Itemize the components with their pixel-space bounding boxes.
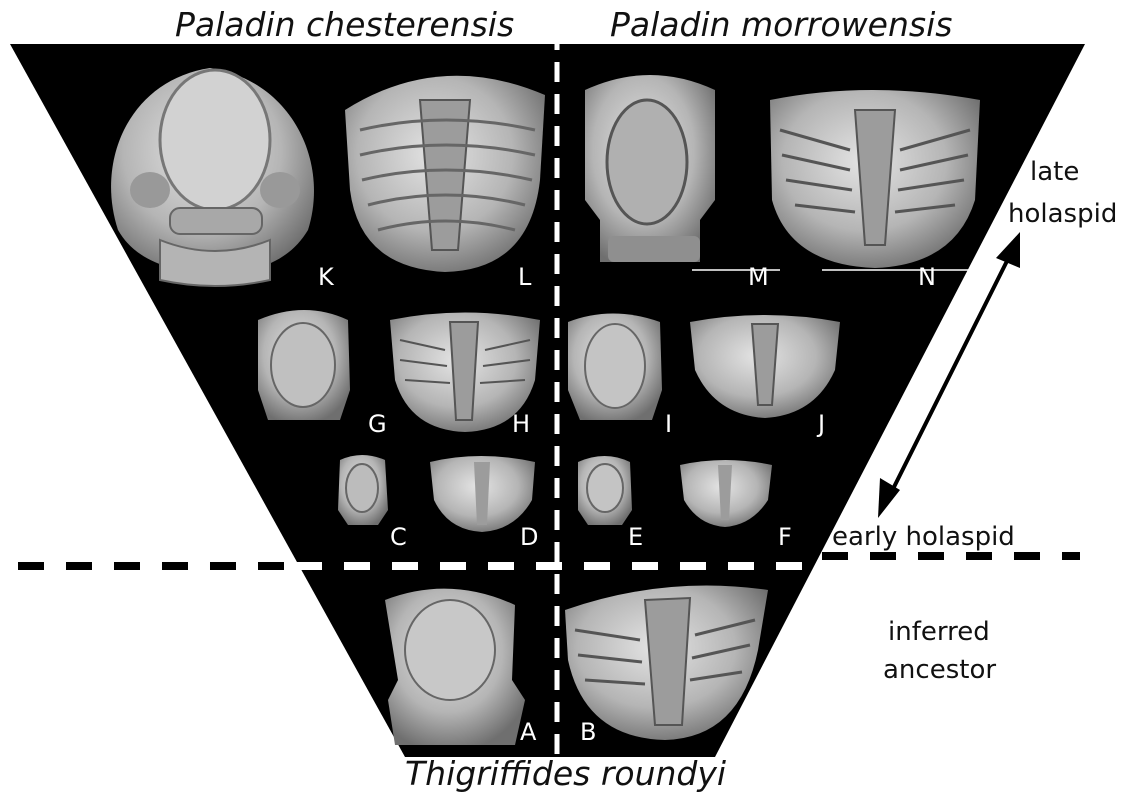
label-b: B [580,718,596,746]
label-m: M [748,263,769,291]
specimen-g-fossil [258,310,350,420]
stage-early-holaspid: early holaspid [832,522,1015,552]
specimen-a-fossil [385,589,525,745]
stage-late: late [1030,157,1079,187]
specimen-c-fossil [338,455,388,525]
label-j: J [816,410,825,438]
stage-ancestor: ancestor [883,655,996,685]
specimen-i-fossil [568,314,662,421]
label-h: H [512,410,530,438]
stage-inferred: inferred [888,617,990,647]
label-a: A [520,718,537,746]
label-f: F [778,523,792,551]
label-l: L [518,263,532,291]
specimen-e-fossil [578,456,632,525]
specimen-l-fossil [345,76,545,272]
label-n: N [918,263,936,291]
label-k: K [318,263,335,291]
label-g: G [368,410,387,438]
label-d: D [520,523,538,551]
title-paladin-chesterensis: Paladin chesterensis [175,5,514,44]
title-paladin-morrowensis: Paladin morrowensis [610,5,952,44]
arrowhead-up [996,232,1020,268]
stage-holaspid: holaspid [1008,199,1117,229]
label-c: C [390,523,407,551]
label-e: E [628,523,643,551]
label-i: I [665,410,672,438]
specimen-m-fossil [585,75,715,262]
title-thigriffides-roundyi: Thigriffides roundyi [405,754,726,793]
specimen-n-fossil [770,90,980,268]
